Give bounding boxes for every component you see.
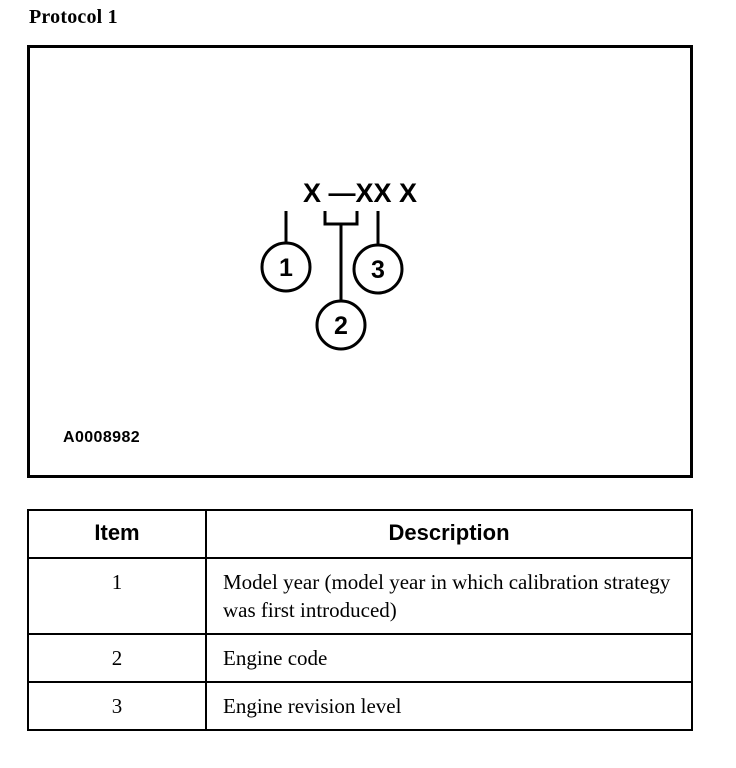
bracket-middle-pair bbox=[323, 211, 359, 226]
calibration-code-diagram: X —XX X 1 3 2 A0008982 bbox=[30, 48, 690, 475]
callout-circle-2 bbox=[315, 299, 367, 351]
callout-circle-1 bbox=[260, 241, 312, 293]
table-row: 1 Model year (model year in which calibr… bbox=[27, 557, 693, 635]
cell-item-number: 2 bbox=[27, 633, 207, 683]
figure-frame: X —XX X 1 3 2 A0008982 bbox=[27, 45, 693, 478]
callout-overlay: 1 3 2 bbox=[260, 211, 404, 351]
calibration-code-string: X —XX X bbox=[302, 178, 418, 208]
page-title: Protocol 1 bbox=[29, 6, 118, 28]
table-row: 2 Engine code bbox=[27, 633, 693, 683]
cell-item-description: Engine revision level bbox=[205, 681, 693, 731]
item-description-table: Item Description 1 Model year (model yea… bbox=[27, 509, 693, 731]
callout-label-1: 1 bbox=[279, 254, 293, 282]
callout-label-2: 2 bbox=[334, 312, 348, 340]
cell-item-number: 1 bbox=[27, 557, 207, 635]
table-header-row: Item Description bbox=[27, 509, 693, 559]
column-header-item: Item bbox=[27, 509, 207, 559]
cell-item-description: Model year (model year in which calibrat… bbox=[205, 557, 693, 635]
table-row: 3 Engine revision level bbox=[27, 681, 693, 731]
cell-item-number: 3 bbox=[27, 681, 207, 731]
cell-item-description: Engine code bbox=[205, 633, 693, 683]
column-header-description: Description bbox=[205, 509, 693, 559]
figure-id-label: A0008982 bbox=[63, 429, 141, 446]
callout-circle-3 bbox=[352, 243, 404, 295]
callout-label-3: 3 bbox=[371, 256, 385, 284]
